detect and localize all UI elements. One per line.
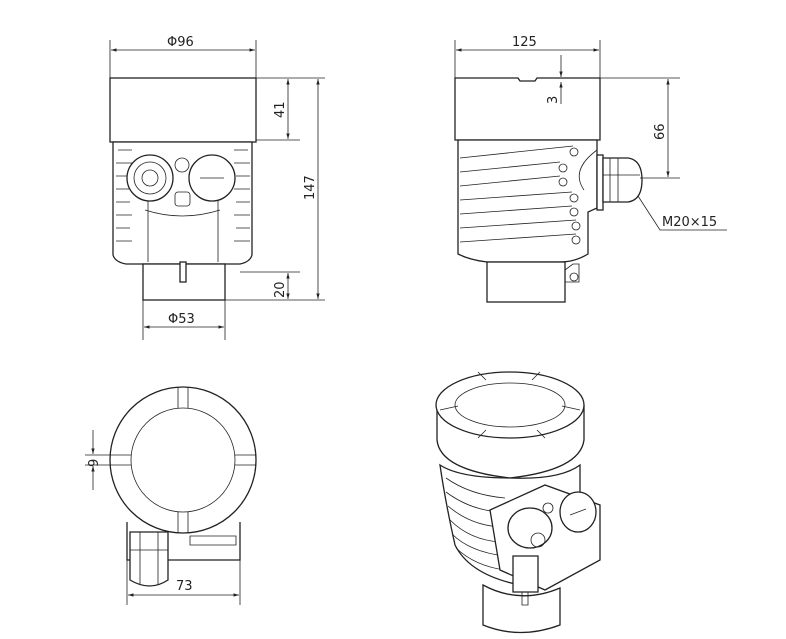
label-cable-gland: M20×15 xyxy=(662,215,717,230)
dim-neck-height: 20 xyxy=(273,281,288,298)
dim-top-width: 73 xyxy=(176,579,193,594)
dim-rib-width: 9 xyxy=(87,459,102,467)
dim-gap: 3 xyxy=(546,96,561,104)
side-view: 125 3 66 M20×15 xyxy=(454,35,727,303)
iso-ribs xyxy=(445,477,506,571)
front-ribs xyxy=(116,149,250,242)
isometric-view xyxy=(435,371,601,634)
dim-neck-diameter: Φ53 xyxy=(168,312,195,327)
dim-gland-offset: 66 xyxy=(653,123,668,140)
top-view: 73 9 xyxy=(85,386,257,605)
dim-total-height: 147 xyxy=(303,175,318,200)
front-view: Φ96 41 147 20 Φ53 xyxy=(109,35,325,340)
side-ribs xyxy=(459,145,581,245)
dim-top-diameter: Φ96 xyxy=(167,35,194,50)
dim-width: 125 xyxy=(512,35,537,50)
dim-cap-height: 41 xyxy=(273,101,288,118)
